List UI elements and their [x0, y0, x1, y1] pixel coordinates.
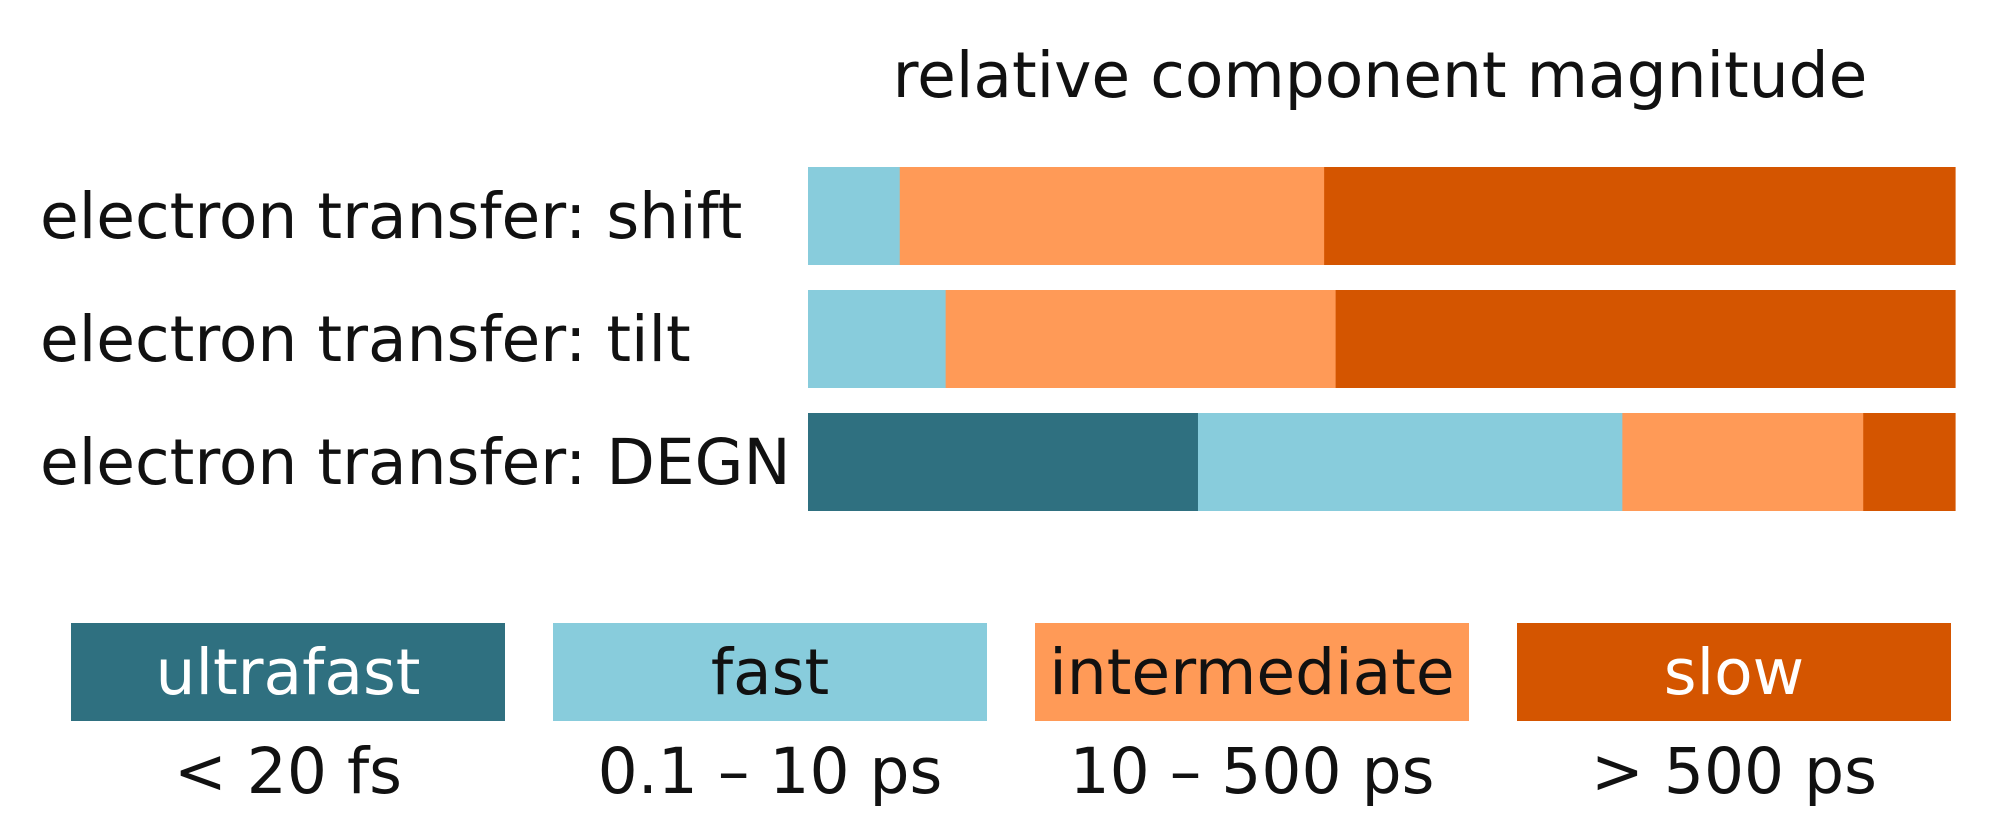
legend-item-intermediate: intermediate 10 – 500 ps: [1035, 623, 1469, 808]
legend-label-slow: slow: [1664, 636, 1804, 709]
bar-segment-degn-slow: [1863, 413, 1956, 511]
legend-label-ultrafast: ultrafast: [156, 636, 421, 709]
bar-segment-tilt-fast: [808, 290, 947, 388]
bar-segment-degn-ultrafast: [808, 413, 1199, 511]
bar-segment-shift-fast: [808, 167, 901, 265]
legend-swatch-fast: [553, 623, 987, 721]
legend-swatch-intermediate: [1035, 623, 1469, 721]
legend-swatch-ultrafast: [71, 623, 505, 721]
stacked-bars: [808, 167, 1956, 511]
legend-item-fast: fast 0.1 – 10 ps: [553, 623, 987, 808]
legend-range-ultrafast: < 20 fs: [174, 735, 402, 808]
legend-swatch-slow: [1517, 623, 1951, 721]
category-label-tilt: electron transfer: tilt: [40, 303, 691, 376]
legend-range-fast: 0.1 – 10 ps: [598, 735, 943, 808]
category-labels: electron transfer: shift electron transfe…: [40, 180, 791, 499]
chart-title: relative component magnitude: [893, 39, 1868, 112]
bar-segment-degn-fast: [1197, 413, 1623, 511]
legend-item-ultrafast: ultrafast < 20 fs: [71, 623, 505, 808]
legend-range-slow: > 500 ps: [1591, 735, 1877, 808]
legend-label-fast: fast: [711, 636, 829, 709]
legend: ultrafast < 20 fs fast 0.1 – 10 ps intermedi…: [71, 623, 1951, 808]
legend-item-slow: slow > 500 ps: [1517, 623, 1951, 808]
bar-row-degn: [808, 413, 1956, 511]
category-label-degn: electron transfer: DEGN: [40, 426, 791, 499]
category-label-shift: electron transfer: shift: [40, 180, 742, 253]
bar-segment-tilt-intermediate: [945, 290, 1337, 388]
bar-row-shift: [808, 167, 1956, 265]
bar-segment-tilt-slow: [1335, 290, 1956, 388]
bar-segment-shift-intermediate: [899, 167, 1325, 265]
bar-segment-degn-intermediate: [1622, 413, 1864, 511]
legend-range-intermediate: 10 – 500 ps: [1070, 735, 1435, 808]
bar-row-tilt: [808, 290, 1956, 388]
bar-segment-shift-slow: [1324, 167, 1956, 265]
legend-label-intermediate: intermediate: [1049, 636, 1454, 709]
